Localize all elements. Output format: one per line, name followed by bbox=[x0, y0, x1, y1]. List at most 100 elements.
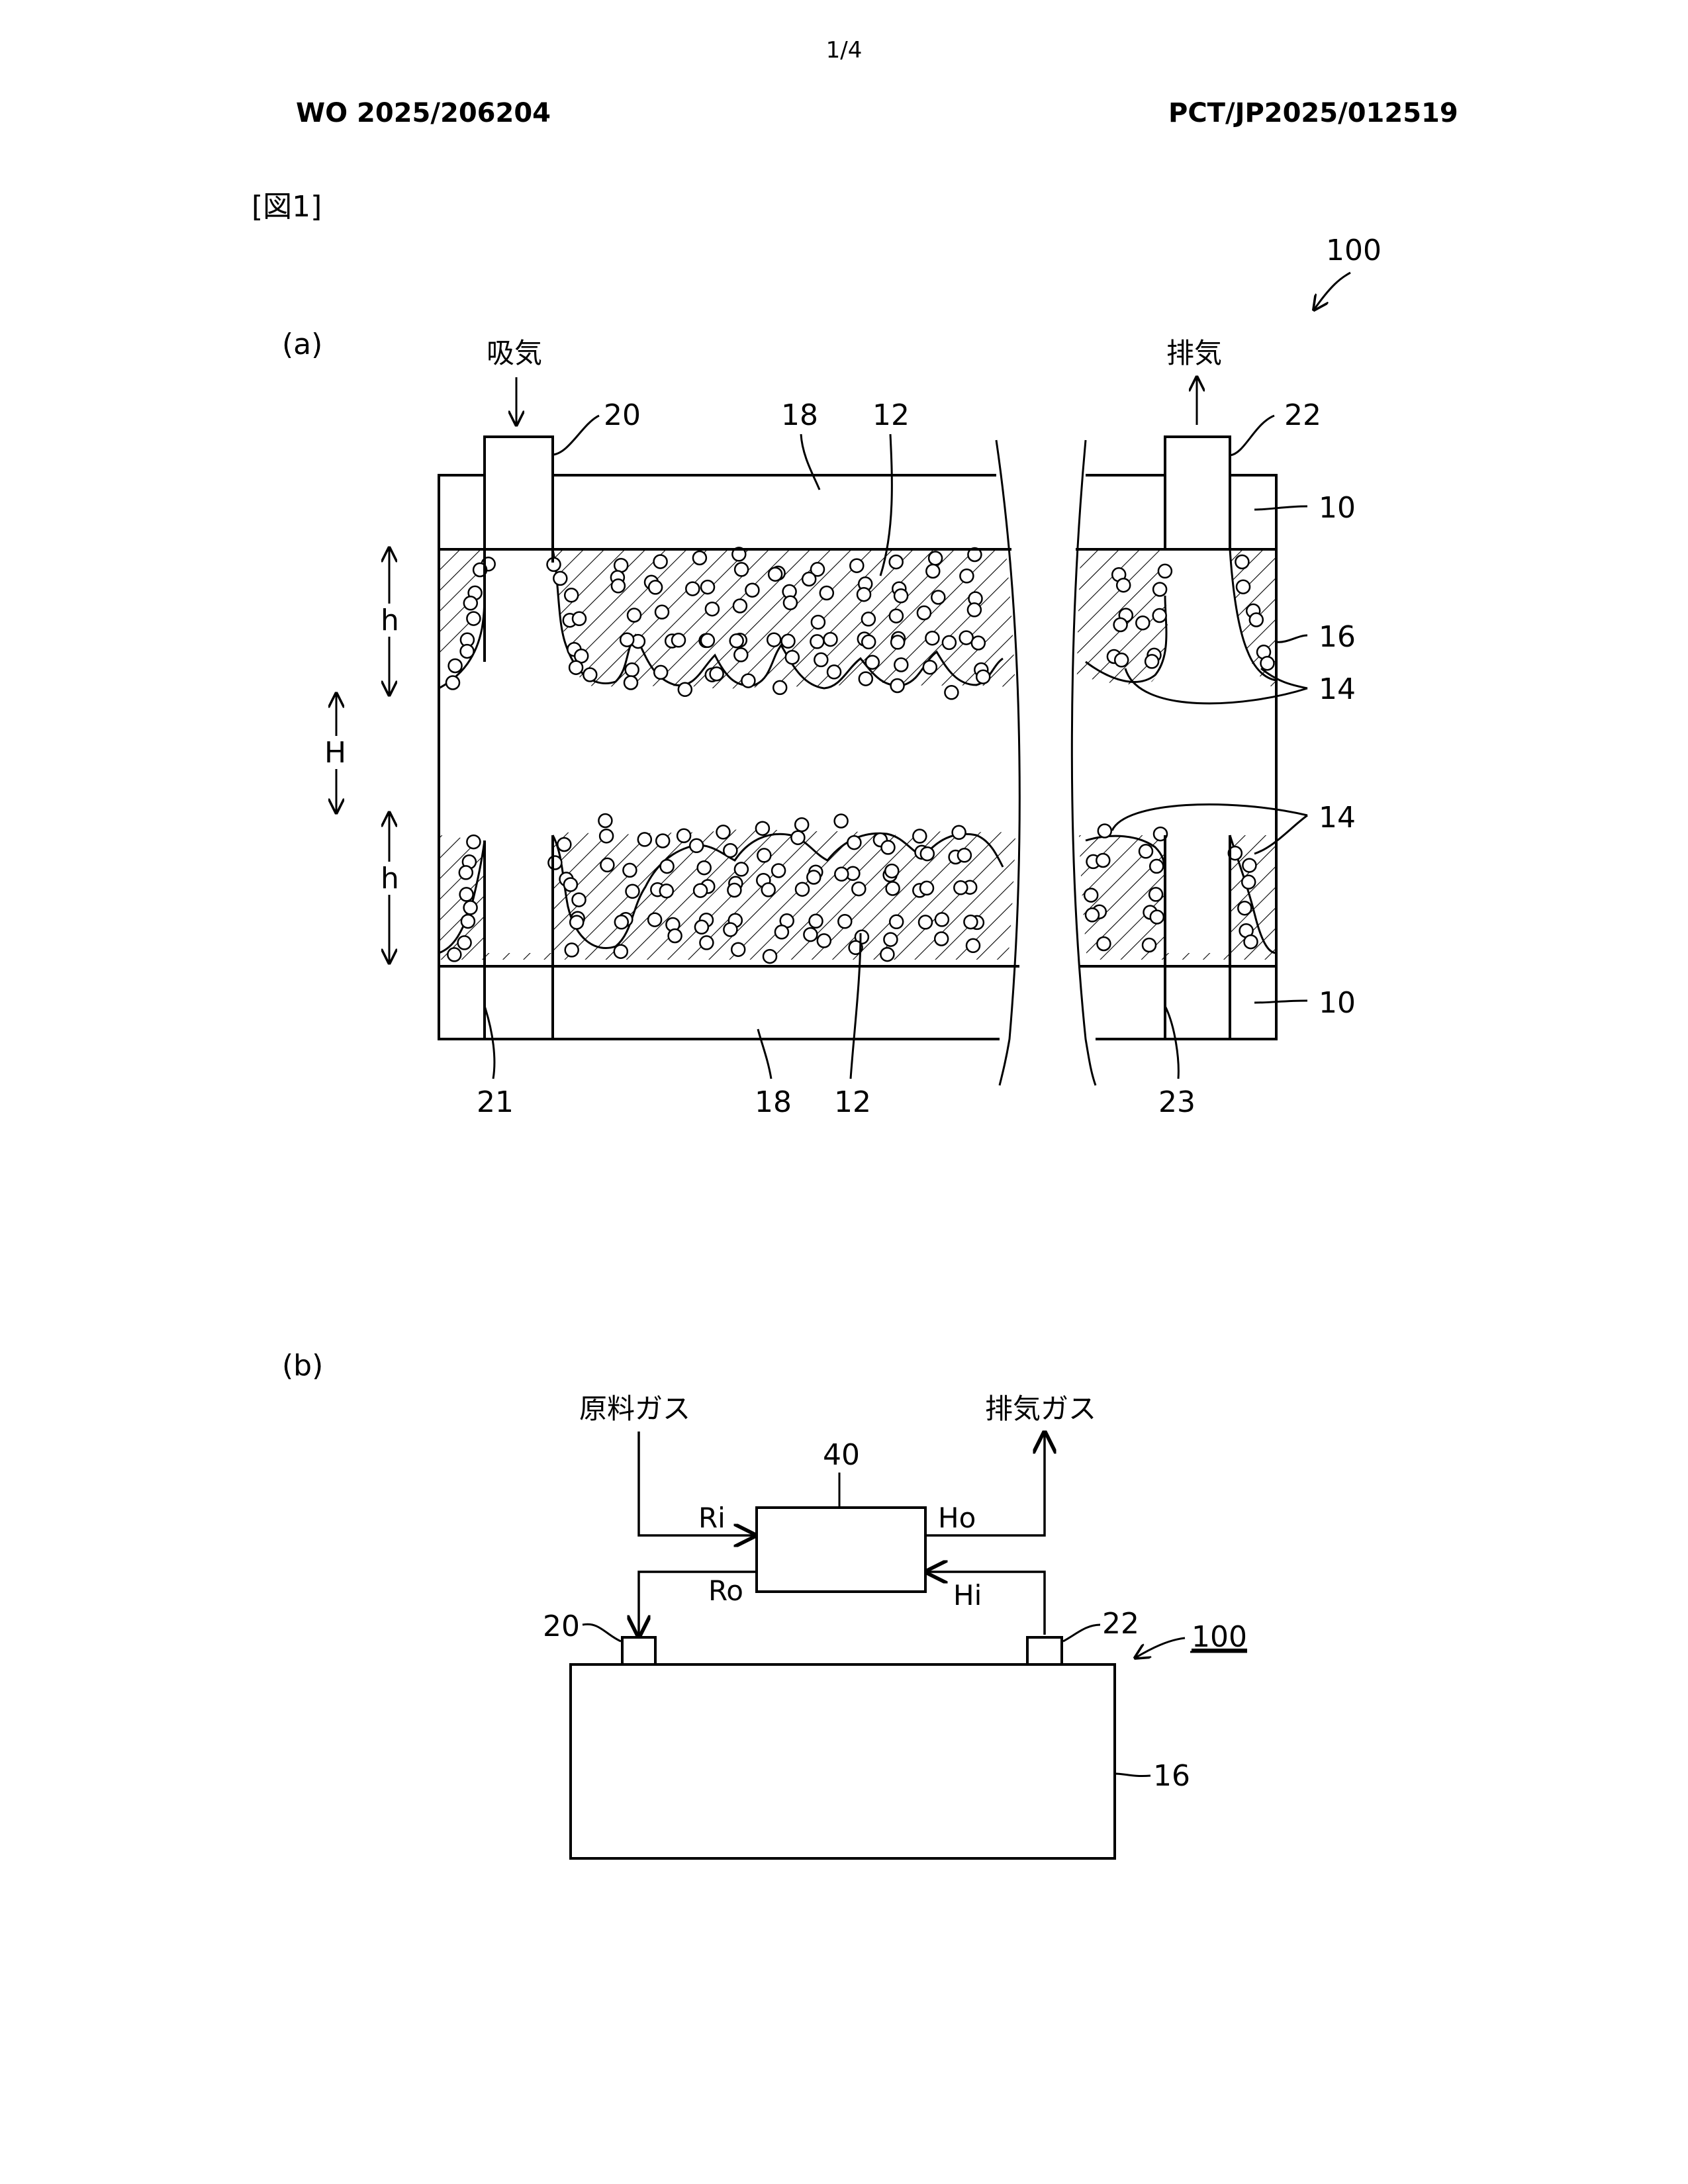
particle bbox=[706, 602, 719, 615]
particle bbox=[1238, 901, 1251, 915]
particle bbox=[1117, 578, 1130, 592]
ref-12-top: 12 bbox=[872, 398, 910, 432]
ref-12-bottom: 12 bbox=[834, 1085, 871, 1119]
particle bbox=[569, 661, 583, 674]
particle bbox=[724, 844, 737, 857]
ref-16-b-leader bbox=[1115, 1774, 1150, 1776]
particle bbox=[735, 862, 748, 876]
particle bbox=[838, 915, 851, 928]
particle bbox=[564, 878, 577, 891]
particle bbox=[730, 634, 743, 647]
ref-20-a: 20 bbox=[604, 398, 641, 432]
intake-label: 吸気 bbox=[487, 337, 542, 369]
port-Ho: Ho bbox=[938, 1502, 976, 1534]
particle bbox=[917, 606, 931, 619]
particle bbox=[1242, 876, 1255, 889]
particle bbox=[701, 634, 714, 647]
ref-18-bottom: 18 bbox=[755, 1085, 792, 1119]
particle bbox=[791, 831, 804, 844]
particle bbox=[757, 848, 771, 862]
particle bbox=[638, 833, 651, 846]
particle bbox=[824, 633, 837, 646]
particle bbox=[467, 612, 480, 625]
particle bbox=[464, 901, 477, 914]
particle bbox=[654, 555, 667, 569]
particle bbox=[756, 822, 769, 835]
particle bbox=[655, 606, 669, 619]
particle bbox=[920, 882, 933, 895]
ref-10-bottom-leader bbox=[1254, 1001, 1307, 1003]
port-Hi: Hi bbox=[953, 1579, 982, 1612]
particle bbox=[1143, 938, 1156, 952]
particle bbox=[763, 950, 776, 963]
port-Ri: Ri bbox=[698, 1502, 726, 1534]
ref-22-b: 22 bbox=[1102, 1607, 1139, 1641]
particle bbox=[672, 633, 685, 647]
particle bbox=[695, 921, 708, 934]
particle bbox=[461, 645, 474, 658]
ref-20-leader bbox=[553, 416, 599, 455]
particle bbox=[818, 934, 831, 947]
particle bbox=[769, 568, 782, 581]
particle bbox=[677, 829, 690, 842]
particle bbox=[923, 660, 937, 674]
particle bbox=[573, 612, 586, 625]
ref-10-top-leader bbox=[1254, 506, 1307, 510]
particle bbox=[943, 636, 956, 649]
particle bbox=[615, 915, 628, 929]
figure-b: (b) 原料ガス 排気ガス 40 Ri Ho Ro Hi 20 22 100 1… bbox=[282, 1349, 1247, 1858]
particle bbox=[850, 559, 863, 572]
particle bbox=[654, 666, 667, 679]
particle bbox=[1114, 618, 1127, 631]
hi-line bbox=[927, 1572, 1045, 1635]
particle bbox=[921, 847, 934, 860]
exhaust-gas-label: 排気ガス bbox=[985, 1392, 1096, 1425]
particle bbox=[700, 936, 713, 949]
particle bbox=[623, 864, 636, 877]
particle bbox=[784, 596, 797, 610]
particle bbox=[890, 555, 903, 569]
dim-H: H bbox=[324, 736, 346, 770]
particle bbox=[733, 600, 747, 613]
panel-label-b: (b) bbox=[282, 1349, 323, 1383]
particle bbox=[686, 582, 699, 596]
particle bbox=[553, 572, 567, 585]
particle bbox=[767, 633, 780, 647]
ref-23-leader bbox=[1165, 1006, 1178, 1079]
particle bbox=[628, 609, 641, 622]
ref-18-bottom-leader bbox=[758, 1029, 771, 1079]
particle bbox=[954, 881, 967, 894]
particle bbox=[827, 665, 841, 678]
particle bbox=[814, 653, 827, 666]
port-Ro: Ro bbox=[708, 1574, 743, 1607]
particle bbox=[660, 884, 673, 897]
particle bbox=[727, 884, 741, 897]
particle bbox=[862, 635, 875, 649]
particle bbox=[862, 612, 875, 625]
particle bbox=[467, 835, 480, 848]
ref-100-a: 100 bbox=[1326, 234, 1382, 267]
particle bbox=[796, 883, 809, 896]
particle bbox=[701, 580, 714, 594]
particle bbox=[880, 948, 894, 961]
particle bbox=[964, 915, 977, 929]
particle bbox=[919, 915, 932, 929]
ref-16-leader bbox=[1276, 635, 1307, 642]
particle bbox=[886, 882, 900, 895]
exhaust-label: 排気 bbox=[1166, 337, 1222, 369]
ref-18-top-leader bbox=[801, 434, 820, 490]
particle bbox=[690, 839, 703, 852]
dim-h-bottom: h bbox=[381, 862, 399, 895]
particle bbox=[1096, 854, 1109, 867]
particle bbox=[882, 841, 895, 854]
particle bbox=[458, 936, 471, 949]
particle bbox=[925, 631, 939, 645]
particle bbox=[693, 551, 706, 565]
particle bbox=[694, 884, 707, 897]
particle bbox=[1150, 911, 1164, 924]
particle bbox=[612, 579, 625, 592]
particle bbox=[835, 868, 848, 881]
particle bbox=[669, 929, 682, 942]
ref-14-a: 14 bbox=[1319, 672, 1356, 706]
particle bbox=[583, 668, 596, 682]
